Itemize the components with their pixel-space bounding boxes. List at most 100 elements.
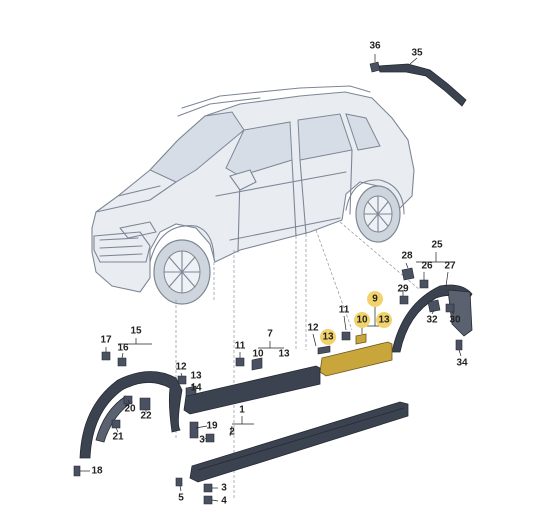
part-number-text: 30 — [449, 315, 461, 326]
clip-30 — [445, 303, 455, 313]
part-label-12: 12 — [307, 323, 319, 334]
car-grille — [93, 231, 151, 263]
label-highlight — [320, 329, 336, 345]
part-label-34: 34 — [456, 358, 468, 369]
part-label-20: 20 — [124, 404, 136, 415]
part-number-text: 36 — [369, 41, 381, 52]
clip-11-rear-door — [341, 331, 351, 341]
part-number-text: 17 — [100, 335, 112, 346]
screw-18 — [73, 465, 81, 477]
part-number-text: 4 — [221, 496, 227, 507]
part-number-text: 10 — [252, 349, 264, 360]
part-label-3: 3 — [221, 483, 227, 494]
part-label-32: 32 — [426, 315, 438, 326]
part-number-text: 28 — [401, 251, 413, 262]
part-label-1: 1 — [239, 405, 245, 416]
clip-3-upper — [205, 433, 215, 443]
part-number-text: 35 — [411, 48, 423, 59]
car-front-wheel — [153, 239, 211, 305]
part-label-9: 9 — [367, 291, 383, 307]
part-number-text: 26 — [421, 261, 433, 272]
part-label-17: 17 — [100, 335, 112, 346]
part-number-text: 18 — [91, 466, 103, 477]
car-hood — [95, 181, 177, 213]
clip-29 — [399, 295, 409, 305]
part-number-text: 25 — [431, 240, 443, 251]
part-number-text: 29 — [397, 284, 409, 295]
part-label-15: 15 — [130, 326, 142, 337]
clip-17 — [101, 351, 111, 361]
part-number-text: 3 — [221, 483, 227, 494]
side-sill-trim — [189, 401, 409, 483]
part-number-text: 15 — [130, 326, 142, 337]
clip-13-front-door — [185, 385, 197, 397]
car-door-lines — [237, 149, 353, 253]
clip-19 — [189, 421, 199, 439]
part-number-text: 34 — [456, 358, 468, 369]
part-label-3: 3 — [199, 435, 205, 446]
part-number-text: 27 — [444, 261, 456, 272]
part-label-29: 29 — [397, 284, 409, 295]
clip-32 — [427, 299, 441, 313]
part-number-text: 9 — [372, 294, 378, 305]
part-label-28: 28 — [401, 251, 413, 262]
part-label-14: 14 — [190, 383, 202, 394]
part-number-text: 13 — [278, 349, 290, 360]
part-number-text: 14 — [190, 383, 202, 394]
part-label-25: 25 — [431, 240, 443, 251]
car-quarter-window — [345, 113, 381, 151]
leader-lines — [80, 54, 462, 502]
part-label-13: 13 — [278, 349, 290, 360]
car-rear-wheel — [355, 185, 401, 243]
part-number-text: 21 — [112, 432, 124, 443]
part-label-30: 30 — [449, 315, 461, 326]
part-label-26: 26 — [421, 261, 433, 272]
part-label-13: 13 — [190, 371, 202, 382]
part-number-text: 20 — [124, 404, 136, 415]
screw-5 — [175, 477, 183, 487]
part-number-text: 13 — [322, 332, 334, 343]
front-door-trim — [183, 365, 321, 415]
car-illustration — [91, 85, 415, 305]
part-number-text: 10 — [356, 315, 368, 326]
part-number-text: 11 — [339, 305, 350, 316]
part-number-text: 3 — [199, 435, 205, 446]
part-number-text: 16 — [117, 343, 129, 354]
part-number-text: 32 — [426, 315, 438, 326]
roof-clip — [369, 61, 381, 73]
clip-11-front-door — [235, 357, 245, 367]
car-mirror — [229, 169, 257, 191]
part-number-text: 13 — [190, 371, 202, 382]
car-front-window — [225, 121, 293, 177]
label-highlight — [354, 312, 370, 328]
part-label-27: 27 — [444, 261, 456, 272]
label-highlight — [367, 291, 383, 307]
rear-door-trim-highlighted — [319, 341, 393, 377]
car-headlight — [119, 221, 157, 239]
part-label-18: 18 — [91, 466, 103, 477]
clip-16 — [117, 357, 127, 367]
part-label-5: 5 — [178, 493, 184, 504]
part-number-text: 1 — [239, 405, 245, 416]
part-number-text: 2 — [229, 427, 235, 438]
part-label-12: 12 — [175, 362, 187, 373]
part-number-text: 12 — [175, 362, 187, 373]
part-label-35: 35 — [411, 48, 423, 59]
clip-3-lower — [203, 483, 213, 493]
clip-10-rear-door — [355, 333, 367, 345]
part-label-2: 2 — [229, 427, 235, 438]
clip-26 — [419, 279, 429, 289]
clip-4 — [203, 495, 213, 505]
part-label-7: 7 — [267, 329, 273, 340]
clip-28 — [401, 267, 415, 281]
part-number-text: 12 — [307, 323, 319, 334]
screw-34 — [455, 339, 463, 351]
part-label-10: 10 — [252, 349, 264, 360]
label-highlight — [376, 312, 392, 328]
car-roof-rail — [181, 85, 371, 109]
roof-trim-strip — [377, 63, 467, 107]
part-number-text: 5 — [178, 493, 184, 504]
